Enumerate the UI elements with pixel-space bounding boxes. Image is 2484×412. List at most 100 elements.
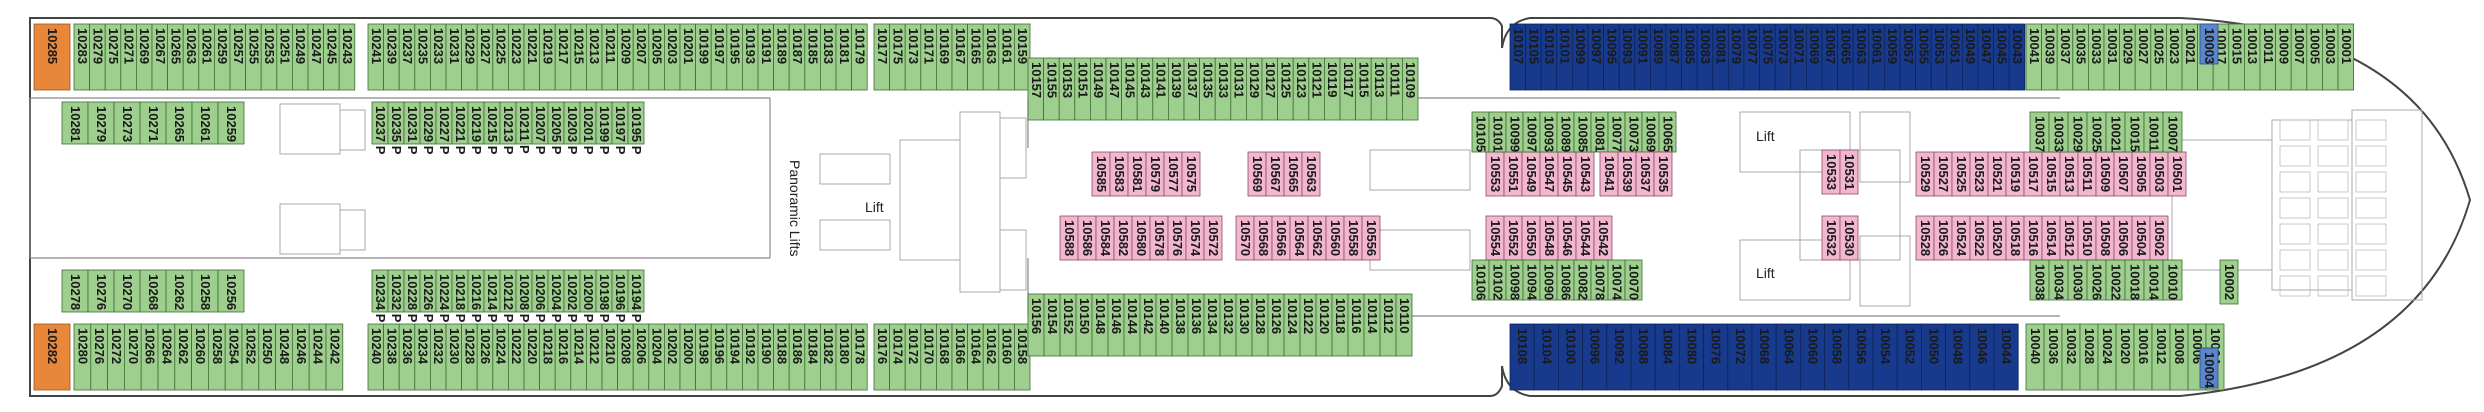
cabin-number: 10083 — [1698, 28, 1713, 64]
top-outer-fwd-blue-cabin: 10045 — [1993, 23, 2010, 91]
cabin-number: 10032 — [2064, 328, 2079, 364]
cabin-box — [1402, 57, 1419, 121]
cabin-number: 10189 — [774, 28, 789, 64]
inside-bot-green2-cabin: 10018 — [2124, 259, 2145, 301]
top-outer-waist-cabin: 10117 — [1339, 57, 1357, 121]
cabin-number: 10269 — [137, 28, 152, 64]
bot-inner-aft-cabin: 10278 — [61, 269, 89, 313]
panoramic-lifts-label: Panoramic Lifts — [787, 160, 803, 256]
top-outer-fwd-green-cabin: 10021 — [2181, 23, 2199, 91]
inside-top-green1-cabin: 10073 — [1624, 111, 1643, 153]
cabin-number: 10522 — [1972, 220, 1987, 256]
top-outer-mid1-cabin: 10225 — [492, 23, 509, 91]
cabin-number: 10508 — [2098, 220, 2113, 256]
cabin-number: 10566 — [1274, 220, 1289, 256]
cabin-number: 10186 — [790, 328, 805, 364]
inside-bot-green1-cabin: 10098 — [1505, 259, 1524, 301]
bot-outer-waist-cabin: 10138 — [1171, 293, 1189, 357]
inside-top-fwd2-cabin: 10541 — [1599, 151, 1619, 197]
inside-bot-fwd1-cabin: 10552 — [1503, 215, 1523, 261]
top-inner-mid-cabin: 10213 P — [499, 101, 517, 155]
inside-top-fwd1-cabin: 10547 — [1539, 151, 1559, 197]
top-inner-aft-cabin: 10281 — [61, 101, 89, 145]
bot-outer-waist-cabin: 10136 — [1187, 293, 1205, 357]
top-outer-mid1-cabin: 10209 — [617, 23, 634, 91]
cabin-number: 10170 — [922, 328, 937, 364]
cabin-box — [113, 101, 141, 145]
inside-bot-fwd3-cabin: 10518 — [2005, 215, 2025, 261]
cabin-number: 10033 — [2052, 116, 2067, 152]
cabin-number: 10547 — [1542, 156, 1557, 192]
inside-top-green1-cabin: 10101 — [1488, 111, 1507, 153]
bot-inner-mid-cabin: 10204 P — [547, 269, 565, 323]
cabin-number: 10204 — [650, 328, 665, 365]
fwd-grid-cell — [2355, 145, 2387, 167]
cabin-number: 10007 — [2166, 116, 2181, 152]
top-outer-mid1-cabin: 10199 — [695, 23, 712, 91]
top-outer-fwd-green-cabin: 10015 — [2228, 23, 2245, 91]
cabin-number: 10553 — [1488, 156, 1503, 192]
cabin-number: 10008 — [2172, 328, 2187, 364]
cabin-number: 10239 — [384, 28, 399, 64]
cabin-number: 10069 — [1807, 28, 1822, 64]
cabin-number: 10107 — [1511, 28, 1526, 64]
cabin-number: 10562 — [1310, 220, 1325, 256]
cabin-number: 10214 P — [485, 274, 500, 323]
inside-top-fwd4-cabin: 10511 — [2077, 151, 2097, 197]
cabin-number: 10192 — [743, 328, 758, 364]
cabin-number: 10097 — [1589, 28, 1604, 64]
cabin-number: 10233 — [431, 28, 446, 64]
cabin-number: 10079 — [1729, 28, 1744, 64]
cabin-number: 10212 — [587, 328, 602, 364]
inside-top-fwd1-cabin: 10551 — [1503, 151, 1523, 197]
top-outer-fwd-green-cabin: 10029 — [2119, 23, 2136, 91]
cabin-number: 10104 — [1539, 328, 1554, 365]
fwd-grid-cell — [2279, 145, 2311, 167]
top-outer-fwd-blue-cabin: 10091 — [1634, 23, 1651, 91]
cabin-number: 10539 — [1620, 156, 1635, 192]
top-outer-waist-cabin: 10135 — [1199, 57, 1216, 121]
bot-outer-aft-cabin: 10272 — [107, 323, 125, 391]
cabin-number: 10258 — [198, 274, 213, 310]
cabin-number: 10517 — [2026, 156, 2041, 192]
inside-bot-green1-cabin: 10086 — [1556, 259, 1575, 301]
cabin-box — [33, 323, 71, 391]
cabin-number: 10198 — [696, 328, 711, 364]
top-outer-fwd-green-cabin: 10007 — [2290, 23, 2308, 91]
cabin-number: 10531 — [1842, 154, 1857, 190]
inside-bot-mid-cabin: 10556 — [1361, 215, 1381, 261]
inside-top-aft-cabin: 10581 — [1127, 151, 1147, 197]
inside-bot-green2-cabin: 10010 — [2162, 259, 2183, 301]
cabin-number: 10012 — [2154, 328, 2169, 364]
cabin-number: 10065 — [1661, 116, 1676, 152]
inside-bot-fwd1-cabin: 10546 — [1557, 215, 1577, 261]
cabin-number: 10005 — [2308, 28, 2323, 64]
inside-bot-fwd3-cabin: 10506 — [2113, 215, 2133, 261]
top-outer-mid1-cabin: 10217 — [554, 23, 572, 91]
bot-outer-aft-cabin: 10280 — [73, 323, 92, 391]
inside-bot-fwd3-cabin: 10520 — [1987, 215, 2007, 261]
cabin-number: 10020 — [2118, 328, 2133, 364]
cabin-number: 10184 — [806, 328, 821, 365]
top-outer-mid1-cabin: 10187 — [788, 23, 806, 91]
cabin-number: 10092 — [1612, 328, 1627, 364]
cabin-number: 10133 — [1216, 62, 1231, 98]
cabin-number: 10567 — [1268, 156, 1283, 192]
cabin-number: 10554 — [1488, 220, 1503, 257]
cabin-number: 10281 — [68, 106, 83, 142]
cabin-number: 10113 — [1372, 62, 1387, 97]
cabin-number: 10237 P — [373, 106, 388, 155]
top-outer-waist-cabin: 10147 — [1105, 57, 1123, 121]
cabin-number: 10146 — [1109, 298, 1124, 334]
top-outer-aft-cabin: 10275 — [104, 23, 122, 91]
inside-bot-fwd3-cabin: 10526 — [1933, 215, 1953, 261]
top-outer-fwd-blue-cabin: 10055 — [1915, 23, 1932, 91]
cabin-number: 10115 — [1356, 62, 1371, 97]
cabin-number: 10261 — [198, 106, 213, 142]
top-outer-mid1-cabin: 10229 — [461, 23, 478, 91]
top-outer-fwd-blue-cabin: 10079 — [1728, 23, 1745, 91]
top-outer-mid1-cabin: 10189 — [773, 23, 790, 91]
bot-outer-mid1-cabin: 10194 — [726, 323, 743, 391]
cabin-box — [1872, 323, 1898, 391]
